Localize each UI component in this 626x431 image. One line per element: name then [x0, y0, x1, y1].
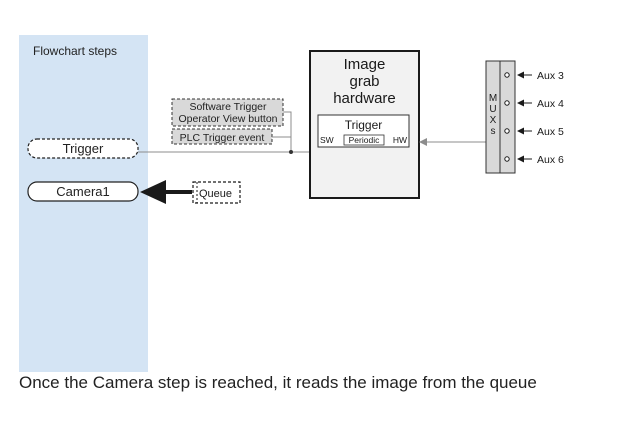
aux-terminal — [504, 72, 510, 78]
queue-label: Queue — [199, 188, 232, 200]
mux-letter: s — [491, 126, 496, 137]
flowchart-steps-panel — [19, 35, 148, 372]
hardware-trigger-title: Trigger — [345, 118, 383, 132]
periodic-box — [343, 134, 385, 146]
software-trigger-label: Software Trigger — [189, 101, 267, 113]
aux-label: Aux 5 — [537, 126, 564, 138]
mux-letter: M — [489, 93, 497, 104]
aux-inputs: Aux 3 Aux 4 Aux 5 Aux 6 — [504, 70, 564, 166]
hw-input-label: HW — [393, 135, 407, 145]
aux-label: Aux 6 — [537, 154, 564, 166]
queue-box — [192, 181, 241, 204]
panel-title: Flowchart steps — [33, 44, 117, 58]
junction-dot — [289, 150, 293, 154]
mux-letter: U — [489, 104, 496, 115]
periodic-label: Periodic — [349, 135, 380, 145]
aux-terminal — [504, 100, 510, 106]
aux-terminal — [504, 128, 510, 134]
camera1-step[interactable] — [27, 181, 139, 202]
mux-letter: X — [490, 115, 497, 126]
operator-view-label: Operator View button — [178, 113, 277, 125]
caption: Once the Camera step is reached, it read… — [19, 373, 537, 392]
aux-label: Aux 3 — [537, 70, 564, 82]
hardware-title-line3: hardware — [333, 90, 396, 107]
software-trigger-source — [171, 98, 284, 127]
hardware-title-line2: grab — [349, 73, 379, 90]
hardware-title-line1: Image — [344, 56, 386, 73]
sw-input-label: SW — [320, 135, 334, 145]
trigger-step[interactable] — [27, 138, 139, 159]
aux-terminal — [504, 156, 510, 162]
camera1-step-label: Camera1 — [56, 184, 109, 199]
queue-to-camera-arrow-head — [140, 180, 166, 204]
mux-rail — [499, 60, 516, 174]
plc-trigger-label: PLC Trigger event — [180, 132, 265, 144]
aux-label: Aux 4 — [537, 98, 564, 110]
trigger-step-label: Trigger — [63, 141, 104, 156]
software-connector — [283, 111, 292, 152]
